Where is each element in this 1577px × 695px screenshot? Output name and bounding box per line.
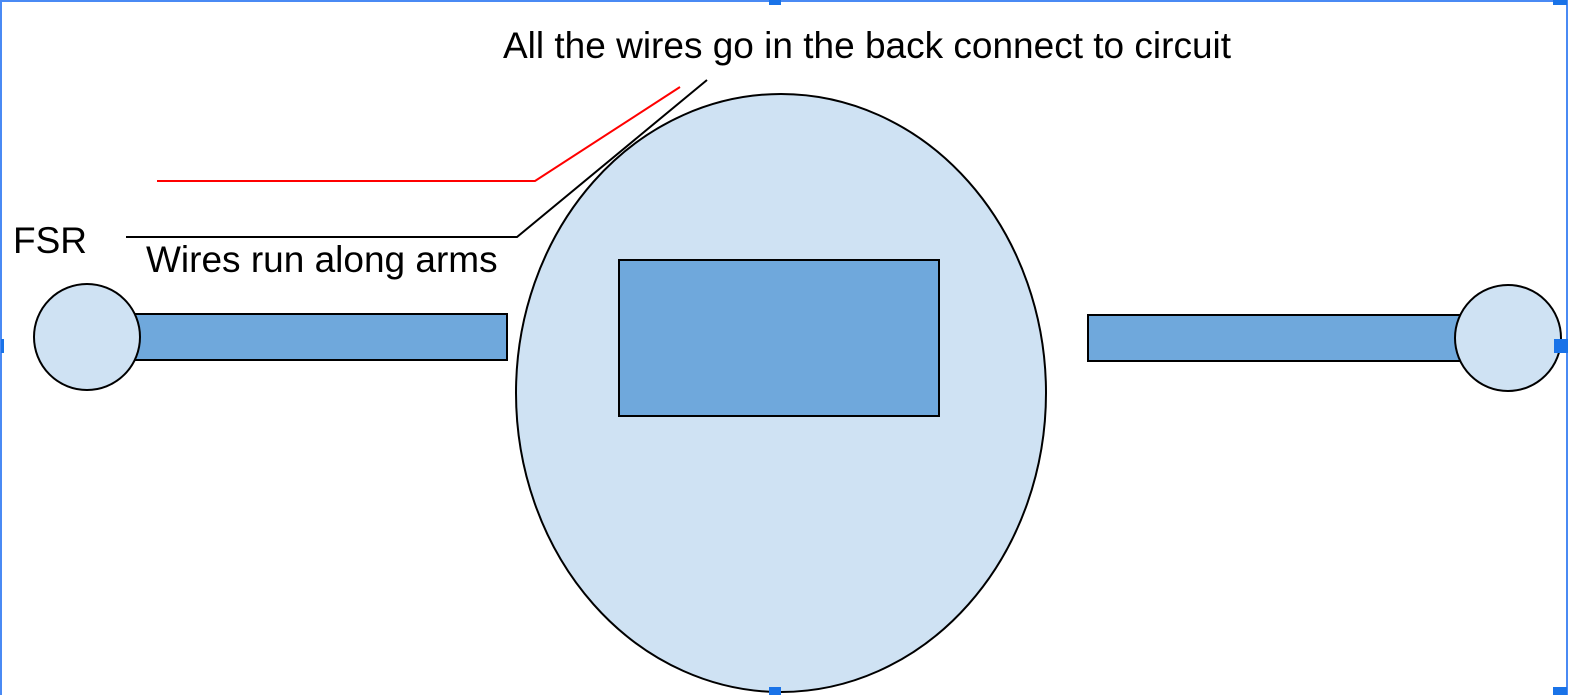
left-arm[interactable] (133, 313, 508, 361)
black-wire-line[interactable] (126, 79, 708, 238)
wires-arms-label[interactable]: Wires run along arms (146, 239, 498, 280)
red-wire-line[interactable] (157, 86, 681, 182)
resize-handle-top-right[interactable] (1553, 0, 1567, 5)
fsr-label[interactable]: FSR (13, 220, 87, 261)
right-arm[interactable] (1087, 314, 1464, 362)
resize-handle-top[interactable] (769, 0, 781, 5)
title-annotation[interactable]: All the wires go in the back connect to … (503, 25, 1232, 66)
left-fsr-circle[interactable] (33, 283, 141, 391)
resize-handle-bottom-right[interactable] (1553, 687, 1567, 695)
resize-handle-bottom[interactable] (769, 687, 781, 695)
center-rectangle[interactable] (618, 259, 940, 417)
resize-handle-left[interactable] (1, 339, 4, 353)
right-fsr-circle[interactable] (1454, 284, 1562, 392)
resize-handle-right[interactable] (1554, 339, 1568, 353)
